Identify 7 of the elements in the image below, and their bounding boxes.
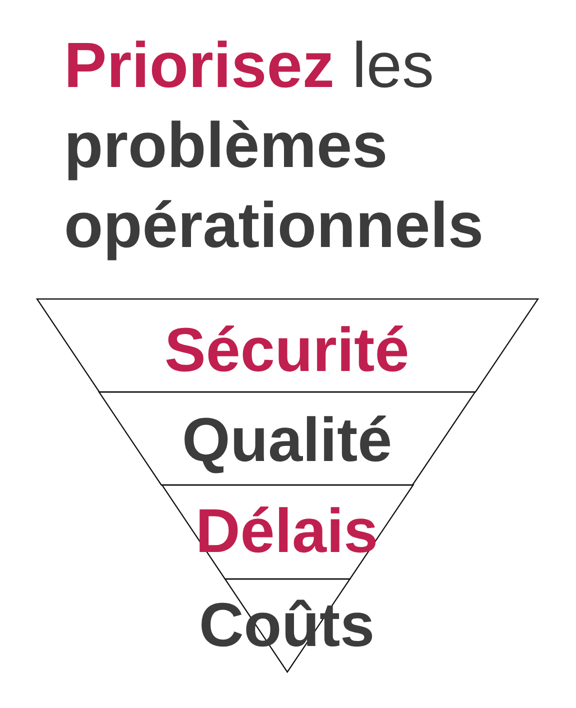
funnel-tier <box>99 392 476 485</box>
tier-label: Délais <box>195 496 378 568</box>
funnel-tier <box>162 485 413 579</box>
funnel-tier <box>37 299 538 392</box>
tier-label: Sécurité <box>164 315 410 386</box>
title-heading: Priorisez les problèmes opérationnels <box>64 28 485 263</box>
tier-label: Qualité <box>182 405 392 476</box>
